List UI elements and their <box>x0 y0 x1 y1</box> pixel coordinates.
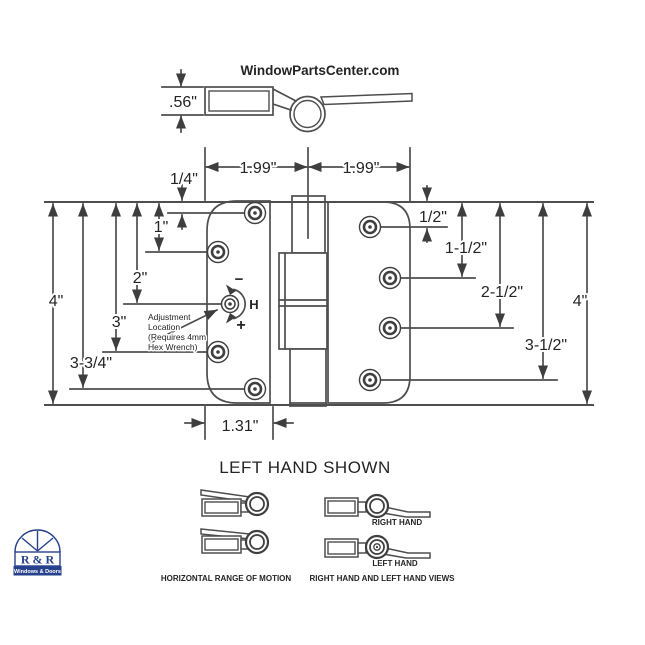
caption-hand-views: RIGHT HAND AND LEFT HAND VIEWS <box>309 574 455 583</box>
dim-thickness-label: .56" <box>169 94 197 111</box>
caption-range-of-motion: HORIZONTAL RANGE OF MOTION <box>161 574 292 583</box>
top-view: .56" <box>161 69 413 133</box>
adjustment-note-line2: Location <box>148 322 180 332</box>
screw <box>206 340 230 364</box>
right-hand-view <box>324 493 431 519</box>
site-title: WindowPartsCenter.com <box>241 63 400 78</box>
range-of-motion-open <box>200 489 270 517</box>
lever-arm <box>382 506 431 518</box>
right-leaf-outline <box>327 201 411 404</box>
dim-left-3-3-4: 3-3/4" <box>70 355 112 372</box>
adjustment-note-line4: Hex Wrench) <box>148 342 198 352</box>
lever-arm <box>382 547 431 559</box>
adjustment-note-line3: (Requires 4mm <box>148 332 206 342</box>
caption-left-hand: LEFT HAND <box>372 559 418 568</box>
screws <box>206 201 402 401</box>
rotation-arc <box>232 288 246 320</box>
dim-left-1: 1" <box>154 219 169 236</box>
screw <box>243 201 267 225</box>
dim-labels: 1/4" 1" 2" 3" 3-3/4" 4" 1/2" 1-1/2" 2-1/… <box>47 169 590 374</box>
caption-right-hand: RIGHT HAND <box>372 518 422 527</box>
dim-thickness: .56" <box>161 69 204 133</box>
dim-left-3: 3" <box>112 314 127 331</box>
dim-left-quarter: 1/4" <box>170 171 198 188</box>
dim-right-2-1-2: 2-1/2" <box>481 284 523 301</box>
screw <box>358 368 382 392</box>
screw-leaders <box>69 212 558 390</box>
dim-lines-right <box>422 185 592 404</box>
dim-bottom-width: 1.31" <box>184 406 294 440</box>
caption-left-hand-shown: LEFT HAND SHOWN <box>219 458 391 477</box>
adjustment-callout: Adjustment Location (Requires 4mm Hex Wr… <box>147 308 219 354</box>
dim-top-right-label: 1.99" <box>343 160 380 177</box>
adjustment-note-line1: Adjustment <box>148 312 191 322</box>
dim-top-widths: 1.99" 1.99" <box>204 147 411 239</box>
dim-left-4: 4" <box>49 293 64 310</box>
dim-right-3-1-2: 3-1/2" <box>525 337 567 354</box>
logo-brand: R & R <box>21 553 55 567</box>
dim-right-1-1-2: 1-1/2" <box>445 240 487 257</box>
adjust-minus: − <box>235 271 244 288</box>
rr-windows-doors-logo: R & R Windows & Doors <box>13 529 62 576</box>
bottom-views: HORIZONTAL RANGE OF MOTION RIGHT HAND LE… <box>161 489 455 583</box>
dim-bottom-width-label: 1.31" <box>222 418 259 435</box>
screw <box>206 240 230 264</box>
screw <box>378 316 402 340</box>
screw <box>358 215 382 239</box>
screw <box>378 266 402 290</box>
left-hand-view <box>324 534 431 560</box>
pivot-barrel <box>289 95 326 133</box>
adjust-axis-h: H <box>249 297 258 312</box>
dim-top-left-label: 1.99" <box>240 160 277 177</box>
dim-right-4: 4" <box>573 293 588 310</box>
dim-left-2: 2" <box>133 270 148 287</box>
range-of-motion-closed <box>200 528 270 555</box>
lever-arm <box>319 92 413 106</box>
dim-right-half: 1/2" <box>419 209 447 226</box>
front-view: 1.99" 1.99" <box>44 147 594 440</box>
screw <box>243 377 267 401</box>
barrel <box>278 195 328 407</box>
logo-tagline: Windows & Doors <box>14 569 61 575</box>
arch-window-icon <box>14 529 61 553</box>
adjust-plus: + <box>236 317 245 334</box>
dim-lines-left <box>48 184 187 404</box>
adjustment-screw: − + H <box>220 270 260 336</box>
